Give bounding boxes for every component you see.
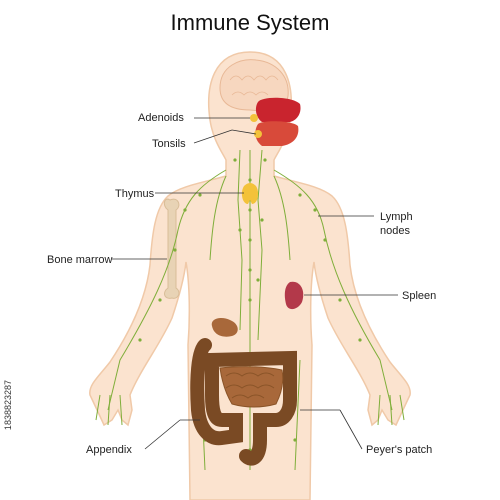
label-thymus: Thymus (115, 188, 155, 200)
leader-lines (112, 117, 398, 450)
label-tonsils: Tonsils (152, 138, 186, 150)
label-appendix: Appendix (86, 444, 132, 456)
large-intestine (190, 338, 297, 466)
label-peyers-patch: Peyer's patch (366, 444, 432, 456)
label-lymph-nodes-line2: nodes (380, 225, 410, 237)
bone-marrow-bone (163, 198, 180, 299)
small-intestine (219, 366, 284, 408)
thymus-organ (241, 183, 259, 204)
label-bone-marrow: Bone marrow (47, 254, 112, 266)
spleen-organ (284, 281, 304, 310)
label-spleen: Spleen (402, 290, 436, 302)
lymph-nodes-dots (138, 158, 362, 452)
adenoids-node (250, 114, 258, 122)
label-adenoids: Adenoids (138, 112, 184, 124)
stomach-organ (211, 318, 238, 337)
tonsils-node (254, 130, 262, 138)
label-lymph-nodes-line1: Lymph (380, 211, 413, 223)
diagram-title: Immune System (170, 10, 330, 35)
intestines (190, 338, 297, 466)
brain-folds (229, 75, 279, 96)
oral-cavity (255, 97, 301, 146)
